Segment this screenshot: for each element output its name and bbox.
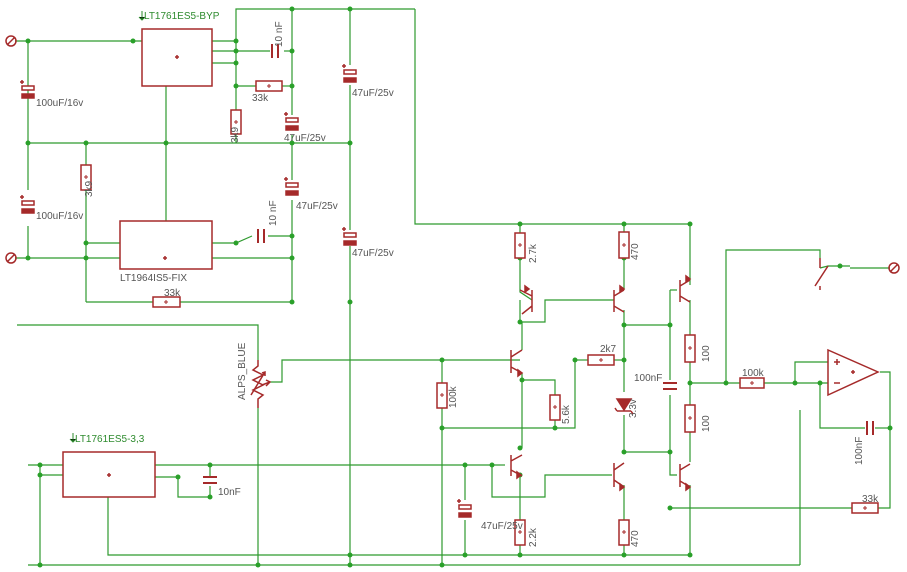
capacitors bbox=[203, 44, 874, 484]
ic1-label: LT1761ES5-BYP bbox=[144, 11, 220, 22]
label-100-bottom: 100 bbox=[701, 415, 712, 432]
terminal-output-icon[interactable] bbox=[888, 262, 900, 274]
label-100-top: 100 bbox=[701, 345, 712, 362]
label-47uf-1: 47uF/25v bbox=[284, 133, 326, 144]
switch-icon[interactable] bbox=[814, 258, 829, 290]
ic2-label: LT1964IS5-FIX bbox=[120, 273, 187, 284]
ic1-box[interactable] bbox=[141, 28, 213, 87]
misc-components bbox=[250, 258, 880, 415]
cap-100nf-mid[interactable] bbox=[663, 382, 677, 390]
ic2-box[interactable] bbox=[119, 220, 213, 270]
label-3k9-mid: 3k9 bbox=[84, 180, 95, 197]
cap-10nf-top[interactable] bbox=[271, 44, 279, 58]
cap-100nf-feedback[interactable] bbox=[866, 421, 874, 435]
transistors bbox=[510, 274, 692, 492]
terminals bbox=[5, 35, 900, 274]
label-pot: ALPS_BLUE bbox=[237, 342, 248, 400]
label-100k-output: 100k bbox=[742, 368, 765, 379]
terminal-top-left-icon[interactable] bbox=[5, 35, 17, 47]
label-100uf-top: 100uF/16v bbox=[36, 98, 83, 109]
cap-47uf-3[interactable] bbox=[342, 64, 357, 83]
transistor-q4[interactable] bbox=[510, 454, 523, 480]
label-100k-left: 100k bbox=[448, 385, 459, 408]
label-2k7-top: 2.7k bbox=[528, 243, 539, 263]
ic3-box[interactable] bbox=[62, 451, 156, 498]
label-33k-top: 33k bbox=[252, 93, 269, 104]
cap-10nf-mid[interactable] bbox=[257, 229, 265, 243]
label-2k2: 2.2k bbox=[528, 527, 539, 547]
electrolytic-caps bbox=[20, 64, 472, 518]
chip-marker-icons bbox=[69, 11, 146, 443]
junctions bbox=[25, 6, 893, 568]
transistor-q7[interactable] bbox=[679, 463, 692, 492]
opamp-icon[interactable] bbox=[827, 348, 880, 397]
cap-47uf-5[interactable] bbox=[457, 499, 472, 518]
label-2k7-mid: 2k7 bbox=[600, 344, 617, 355]
label-10nf-mid: 10 nF bbox=[268, 200, 279, 226]
label-47uf-4: 47uF/25v bbox=[352, 248, 394, 259]
label-5k6: 5.6k bbox=[561, 404, 572, 424]
label-470-bottom: 470 bbox=[630, 530, 641, 547]
label-47uf-2: 47uF/25v bbox=[296, 201, 338, 212]
label-47uf-3: 47uF/25v bbox=[352, 88, 394, 99]
potentiometer-icon[interactable] bbox=[250, 360, 272, 408]
transistor-q2[interactable] bbox=[613, 284, 626, 313]
label-3k9-top: 3k9 bbox=[230, 126, 241, 143]
label-33k-feedback: 33k bbox=[862, 494, 879, 505]
transistor-q1[interactable] bbox=[519, 284, 533, 315]
ic-boxes bbox=[62, 28, 213, 498]
label-100nf-mid: 100nF bbox=[634, 373, 662, 384]
cap-47uf-2[interactable] bbox=[284, 177, 299, 196]
label-47uf-5: 47uF/25v bbox=[481, 521, 523, 532]
cap-100uf-top[interactable] bbox=[20, 80, 35, 99]
label-100nf-feedback: 100nF bbox=[854, 437, 865, 465]
label-3v3: 3.3v bbox=[628, 399, 639, 418]
ic3-label: LT1761ES5-3,3 bbox=[75, 434, 145, 445]
resistor-marks bbox=[84, 84, 867, 534]
cap-100uf-bottom[interactable] bbox=[20, 195, 35, 214]
terminal-mid-left-icon[interactable] bbox=[5, 252, 17, 264]
zener-diode[interactable] bbox=[614, 398, 634, 415]
label-470-top: 470 bbox=[630, 243, 641, 260]
transistor-q5[interactable] bbox=[613, 462, 626, 492]
cap-47uf-1[interactable] bbox=[284, 112, 299, 131]
label-10nf-top: 10 nF bbox=[274, 21, 285, 47]
label-10nf-bottom: 10nF bbox=[218, 487, 241, 498]
cap-10nf-bottom[interactable] bbox=[203, 476, 217, 484]
label-33k-mid: 33k bbox=[164, 288, 181, 299]
label-100uf-bottom: 100uF/16v bbox=[36, 211, 83, 222]
cap-47uf-4[interactable] bbox=[342, 227, 357, 246]
transistor-q6[interactable] bbox=[679, 274, 692, 303]
transistor-q3[interactable] bbox=[510, 349, 524, 378]
